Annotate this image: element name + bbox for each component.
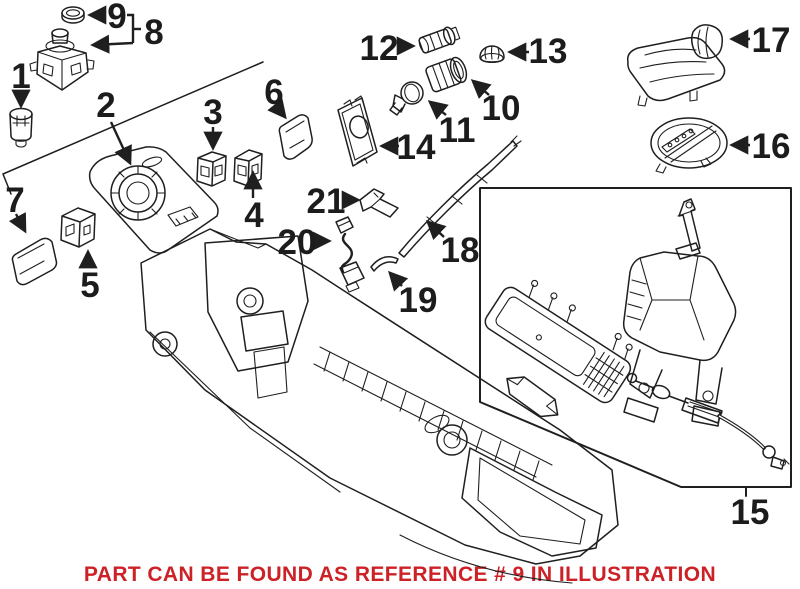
- part-16-shift-indicator-bezel: [650, 117, 728, 174]
- callout-18: 18: [441, 231, 480, 270]
- callout-20: 20: [278, 223, 317, 262]
- callout-21: 21: [307, 182, 346, 221]
- callout-3: 3: [203, 93, 222, 132]
- part-14-outlet-housing: [337, 95, 378, 167]
- gear-shifter-mechanism: [622, 198, 737, 427]
- part-7-switch-blank: [11, 237, 58, 286]
- callout-15: 15: [731, 493, 770, 532]
- part-10-power-outlet-socket: [425, 56, 468, 93]
- part-1-bulb-socket: [9, 107, 33, 148]
- part-12-lighter-element: [418, 26, 461, 54]
- shift-cable: [626, 372, 790, 470]
- callout-4: 4: [244, 196, 264, 235]
- group-leader-lines: [2, 61, 264, 195]
- part-6-switch-blank: [278, 114, 313, 160]
- part-3-switch: [196, 151, 227, 187]
- callout-2: 2: [96, 86, 115, 125]
- reference-note: PART CAN BE FOUND AS REFERENCE # 9 IN IL…: [83, 563, 717, 586]
- part-2-control-panel-trim: [88, 146, 219, 254]
- callout-labels: 1 2 3 4 5 6 7 8 9 10 11 12 13 14 15 16 1…: [5, 0, 790, 532]
- callout-5: 5: [80, 266, 99, 305]
- part-19-clip: [370, 256, 399, 272]
- part-5-switch: [60, 207, 96, 248]
- callout-12: 12: [360, 29, 399, 68]
- callout-6: 6: [264, 73, 283, 112]
- callout-1: 1: [11, 57, 30, 96]
- callout-7: 7: [5, 181, 24, 220]
- callout-14: 14: [397, 128, 436, 167]
- callout-10: 10: [482, 89, 521, 128]
- callout-13: 13: [529, 32, 568, 71]
- callout-8: 8: [144, 13, 163, 52]
- callout-16: 16: [752, 127, 791, 166]
- part-21-bracket: [359, 188, 399, 218]
- part-4-switch: [233, 149, 263, 187]
- callout-arrows: [8, 5, 750, 292]
- part-9-control-knob-cap: [61, 6, 85, 24]
- center-console-body: [140, 228, 619, 584]
- part-8-rotary-control: [29, 28, 95, 91]
- mounting-plate: [506, 376, 559, 418]
- callout-11: 11: [439, 111, 476, 150]
- part-11-sensor: [389, 81, 424, 116]
- part-20-wiring-harness: [335, 216, 365, 293]
- callout-9: 9: [107, 0, 126, 36]
- part-13-outlet-cap: [479, 45, 505, 64]
- callout-19: 19: [399, 281, 438, 320]
- part-15-assembly-box: [479, 187, 792, 497]
- part-17-shift-boot: [626, 24, 726, 107]
- console-mounting-tray: [484, 279, 633, 404]
- callout-17: 17: [752, 21, 791, 60]
